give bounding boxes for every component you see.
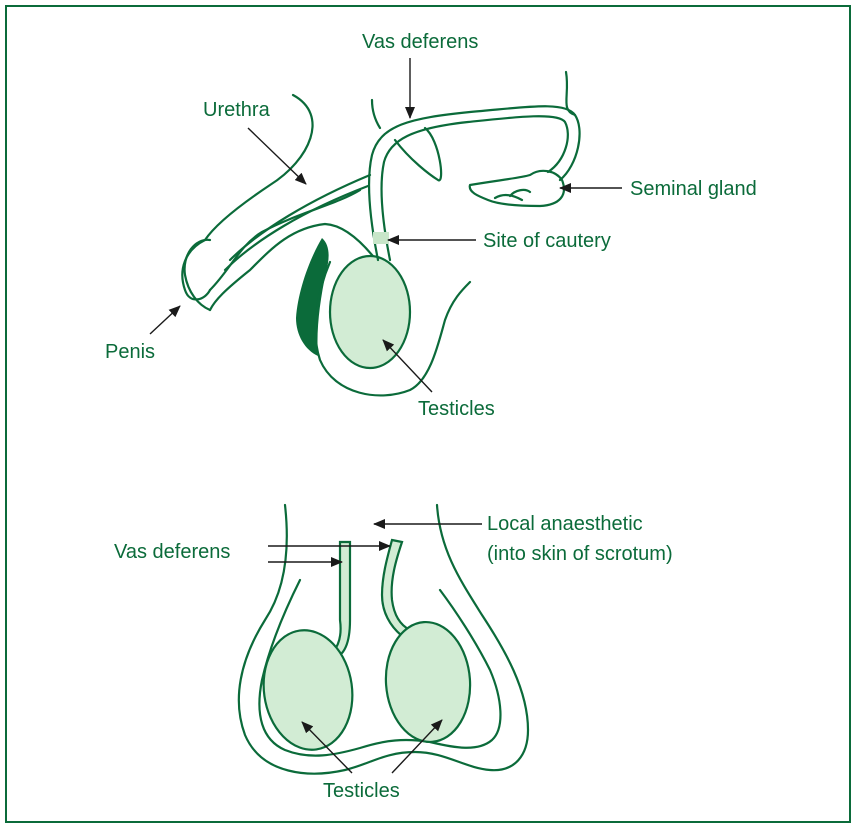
- label-penis: Penis: [105, 341, 155, 363]
- cautery-site-marker: [373, 232, 389, 244]
- label-testicles-top: Testicles: [418, 398, 495, 420]
- testicle-top: [330, 256, 410, 368]
- arrow-penis: [150, 306, 180, 334]
- abdomen-outline: [182, 95, 312, 299]
- penis-tip-outline: [185, 240, 210, 310]
- right-vas-deferens: [382, 540, 410, 636]
- bladder-outline: [395, 128, 441, 180]
- seminal-gland-detail: [495, 190, 530, 200]
- label-urethra: Urethra: [203, 99, 271, 121]
- right-body-outline: [566, 72, 575, 115]
- arrow-testicles-top: [383, 340, 432, 392]
- label-local-anaesthetic-line2: (into skin of scrotum): [487, 543, 673, 565]
- label-local-anaesthetic-line1: Local anaesthetic: [487, 513, 643, 535]
- top-anatomy-diagram: Vas deferens Urethra Seminal gland Site …: [105, 31, 757, 420]
- label-vas-deferens-top: Vas deferens: [362, 31, 478, 53]
- right-testicle: [382, 619, 474, 745]
- left-vas-deferens: [333, 542, 350, 655]
- dark-tissue-shape: [296, 238, 329, 356]
- urethra-line-2: [225, 186, 368, 270]
- arrow-urethra: [248, 128, 306, 184]
- seminal-gland-outline: [470, 171, 564, 206]
- label-testicles-bottom: Testicles: [323, 780, 400, 802]
- label-vas-deferens-bottom: Vas deferens: [114, 541, 230, 563]
- label-seminal-gland: Seminal gland: [630, 178, 757, 200]
- bottom-scrotum-diagram: Local anaesthetic (into skin of scrotum)…: [114, 505, 673, 802]
- rectum-outline: [372, 100, 380, 128]
- label-site-of-cautery: Site of cautery: [483, 230, 611, 252]
